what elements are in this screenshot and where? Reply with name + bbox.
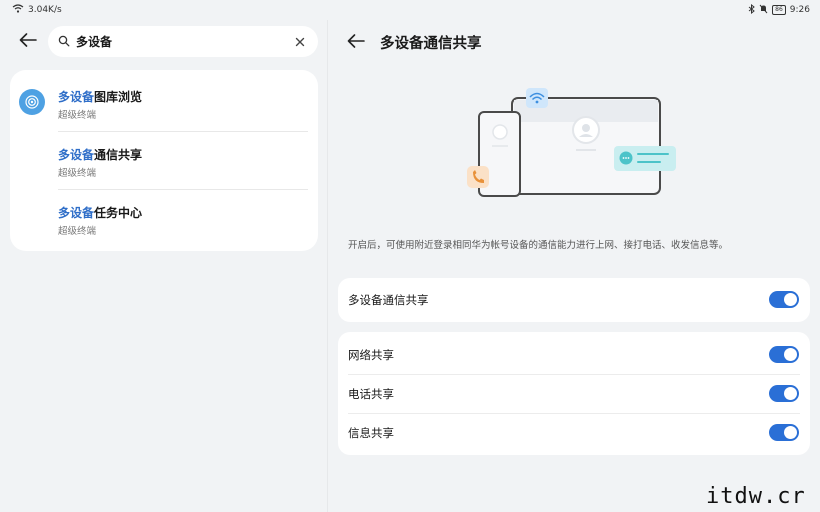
message-sharing-switch[interactable] (769, 424, 799, 441)
toggle-knob (784, 293, 797, 306)
wifi-icon (12, 4, 24, 16)
status-bar-right: 86 9:26 (748, 3, 810, 17)
toggle-knob (784, 426, 797, 439)
main-toggle-label: 多设备通信共享 (348, 293, 429, 307)
clear-search-button[interactable] (292, 34, 308, 50)
message-sharing-label: 信息共享 (348, 426, 394, 440)
list-divider (348, 413, 800, 414)
super-device-app-icon (19, 89, 45, 115)
bluetooth-icon (748, 3, 755, 17)
network-sharing-label: 网络共享 (348, 348, 394, 362)
page-title: 多设备通信共享 (380, 36, 482, 52)
search-result-subtitle: 超级终端 (58, 110, 97, 121)
search-pane: 多设备图库浏览 超级终端 多设备通信共享 超级终端 多设备任务中心 超级终端 (0, 20, 327, 512)
search-result-item[interactable]: 多设备图库浏览 超级终端 (10, 78, 318, 136)
back-arrow-icon (19, 32, 37, 51)
search-icon (58, 32, 70, 51)
main-toggle-card: 多设备通信共享 (338, 278, 810, 322)
mute-icon (759, 4, 768, 17)
watermark-text: itdw.cr (706, 484, 806, 509)
list-divider (348, 374, 800, 375)
sub-toggles-card: 网络共享 电话共享 信息共享 (338, 332, 810, 455)
phone-sharing-label: 电话共享 (348, 387, 394, 401)
back-arrow-icon (347, 33, 365, 52)
list-divider (58, 131, 308, 132)
message-sharing-row[interactable]: 信息共享 (338, 413, 810, 452)
phone-sharing-switch[interactable] (769, 385, 799, 402)
detail-back-button[interactable] (344, 30, 368, 54)
main-toggle-switch[interactable] (769, 291, 799, 308)
status-bar: 3.04K/s 86 9:26 (0, 0, 820, 20)
search-result-subtitle: 超级终端 (58, 168, 97, 179)
search-result-item[interactable]: 多设备任务中心 超级终端 (10, 194, 318, 252)
network-sharing-row[interactable]: 网络共享 (338, 335, 810, 374)
phone-sharing-row[interactable]: 电话共享 (338, 374, 810, 413)
toggle-knob (784, 348, 797, 361)
feature-description: 开启后，可使用附近登录相同华为帐号设备的通信能力进行上网、接打电话、收发信息等。 (348, 240, 729, 251)
search-result-title: 多设备通信共享 (58, 148, 143, 162)
battery-icon: 86 (772, 5, 786, 15)
search-bar[interactable] (48, 26, 318, 57)
network-speed: 3.04K/s (28, 5, 62, 15)
search-result-subtitle: 超级终端 (58, 226, 97, 237)
network-sharing-switch[interactable] (769, 346, 799, 363)
search-result-title: 多设备图库浏览 (58, 90, 143, 104)
pane-divider (327, 20, 328, 512)
multi-device-illustration (464, 86, 680, 206)
clock: 9:26 (789, 5, 810, 15)
main-toggle-row[interactable]: 多设备通信共享 (338, 280, 810, 319)
search-input[interactable] (76, 34, 292, 49)
search-back-button[interactable] (16, 29, 40, 53)
search-result-title: 多设备任务中心 (58, 206, 143, 220)
search-results-list: 多设备图库浏览 超级终端 多设备通信共享 超级终端 多设备任务中心 超级终端 (10, 70, 318, 251)
search-result-item[interactable]: 多设备通信共享 超级终端 (10, 136, 318, 194)
toggle-knob (784, 387, 797, 400)
detail-pane: 多设备通信共享 (328, 20, 820, 512)
status-bar-left: 3.04K/s (12, 4, 62, 16)
list-divider (58, 189, 308, 190)
close-icon (295, 37, 305, 46)
